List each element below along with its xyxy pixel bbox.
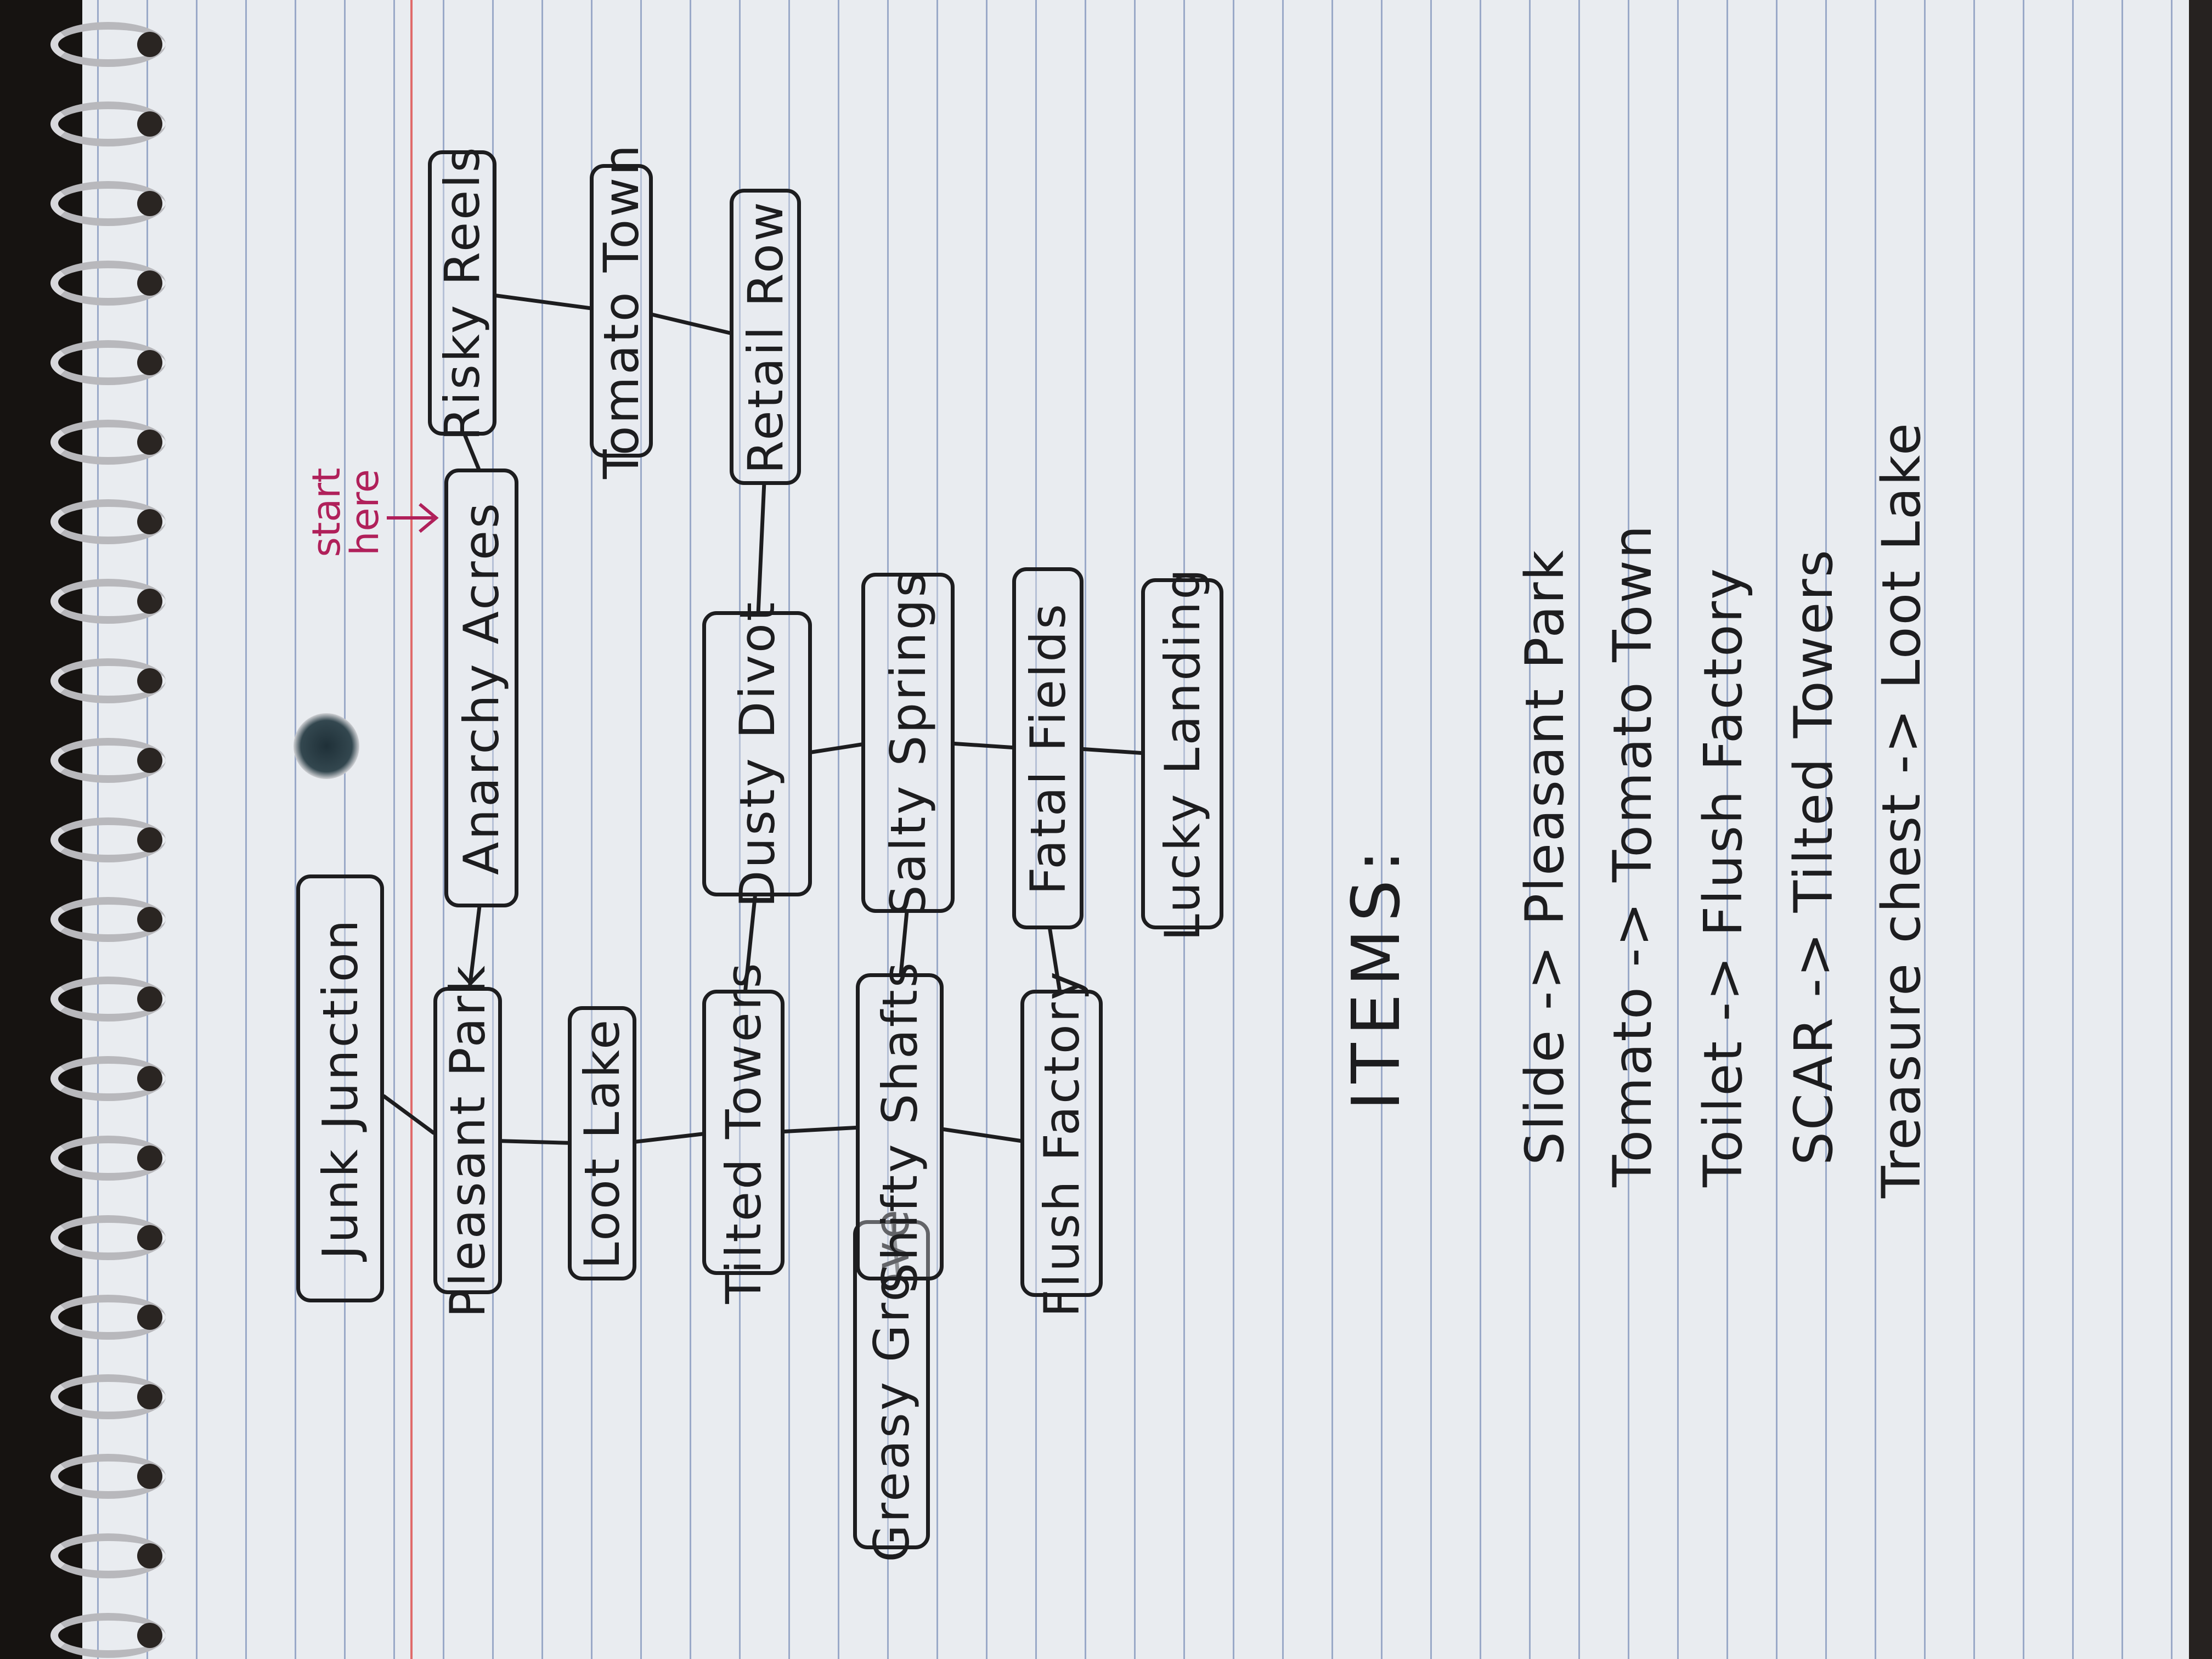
start-arrow-icon: [387, 503, 439, 533]
binding-hole: [137, 111, 162, 137]
page-edge-shadow: [2189, 0, 2212, 1659]
item-line-treasure-chest: Treasure chest -> Loot Lake: [1871, 421, 1932, 1198]
connector-retail-row-dusty-divot: [756, 483, 766, 613]
connector-tomato-town-retail-row: [651, 313, 732, 335]
binding-hole: [137, 191, 162, 216]
binding-hole: [137, 827, 162, 853]
binding-hole: [137, 1623, 162, 1648]
connector-pleasant-park-loot-lake: [500, 1139, 570, 1145]
connector-loot-lake-tilted-towers: [634, 1132, 704, 1144]
connector-dusty-divot-salty-springs: [810, 742, 864, 754]
binding-hole: [137, 1305, 162, 1330]
connector-tilted-towers-shifty-shafts: [782, 1126, 858, 1133]
binding-hole: [137, 32, 162, 57]
binding-hole: [137, 1225, 162, 1250]
connector-fatal-fields-lucky-landing: [1081, 747, 1143, 755]
binding-hole: [137, 1384, 162, 1409]
connector-salty-springs-fatal-fields: [952, 742, 1014, 749]
node-tilted-towers: Tilted Towers: [702, 961, 785, 1304]
binding-hole: [137, 270, 162, 296]
connector-flush-factory-fatal-fields: [1048, 927, 1062, 992]
node-retail-row: Retail Row: [730, 189, 801, 485]
start-here-note: start here: [304, 467, 387, 557]
connector-shifty-shafts-salty-springs: [899, 911, 909, 975]
binding-hole: [137, 907, 162, 932]
node-loot-lake: Loot Lake: [568, 1006, 636, 1280]
connector-anarchy-acres-risky-reels: [463, 433, 481, 471]
binding-hole: [137, 350, 162, 375]
binding-hole: [137, 1146, 162, 1171]
connector-shifty-shafts-flush-factory: [941, 1127, 1023, 1143]
binding-hole: [137, 1464, 162, 1489]
connector-pleasant-park-anarchy-acres: [467, 905, 482, 989]
node-risky-reels: Risky Reels: [428, 145, 496, 441]
binding-hole: [137, 748, 162, 773]
node-shifty-shafts: Shifty Shafts: [856, 960, 944, 1294]
binding-hole: [137, 509, 162, 534]
connector-shifty-shafts-greasy-grove: [890, 1218, 901, 1283]
connector-junk-junction-pleasant-park: [382, 1094, 436, 1135]
binding-hole: [137, 430, 162, 455]
item-line-tomato: Tomato -> Tomato Town: [1602, 523, 1663, 1187]
margin-line: [410, 0, 413, 1659]
items-heading: ITEMS:: [1339, 842, 1415, 1110]
node-tomato-town: Tomato Town: [590, 143, 653, 479]
item-line-scar: SCAR -> Tilted Towers: [1783, 548, 1844, 1165]
punch-hole: [294, 713, 359, 779]
item-line-slide: Slide -> Pleasant Park: [1514, 548, 1576, 1165]
binding-hole: [137, 1543, 162, 1568]
node-pleasant-park: Pleasant Park: [433, 963, 502, 1318]
node-lucky-landing: Lucky Landing: [1141, 567, 1223, 941]
node-flush-factory: Flush Factory: [1020, 969, 1103, 1317]
binding-hole: [137, 668, 162, 693]
item-line-toilet: Toilet -> Flush Factory: [1692, 567, 1754, 1187]
node-anarchy-acres: Anarchy Acres: [444, 469, 518, 907]
binding-hole: [137, 1066, 162, 1091]
binding-hole: [137, 986, 162, 1012]
connector-tilted-towers-dusty-divot: [743, 894, 757, 992]
node-dusty-divot: Dusty Divot: [702, 600, 812, 907]
node-salty-springs: Salty Springs: [861, 570, 955, 916]
connector-risky-reels-tomato-town: [494, 294, 592, 311]
node-fatal-fields: Fatal Fields: [1012, 567, 1084, 929]
node-junk-junction: Junk Junction: [296, 874, 384, 1302]
binding-hole: [137, 589, 162, 614]
